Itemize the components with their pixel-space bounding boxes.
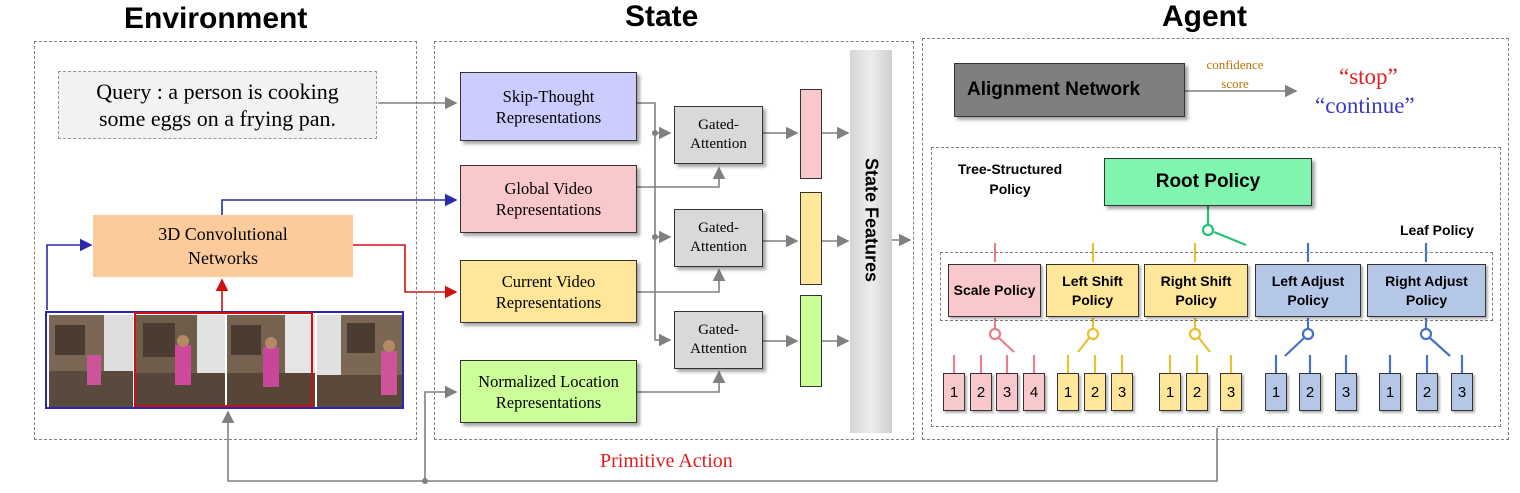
location-box: Normalized Location Representations [460, 360, 637, 423]
left-shift-policy-box: Left Shift Policy [1046, 264, 1139, 317]
left-adjust-policy-label: Left Adjust Policy [1271, 272, 1345, 308]
alignment-network-box: Alignment Network [954, 63, 1185, 117]
video-frame [49, 315, 133, 407]
left-adjust-action-label: 2 [1305, 383, 1315, 401]
left-adjust-action: 3 [1335, 373, 1357, 411]
right-adjust-action: 1 [1379, 373, 1401, 411]
left-adjust-policy-box: Left Adjust Policy [1255, 264, 1361, 317]
left-shift-action: 2 [1084, 373, 1106, 411]
alignment-network-label: Alignment Network [967, 79, 1141, 100]
scale-action: 1 [943, 373, 965, 411]
state-features-label: State Features [861, 157, 882, 283]
right-adjust-action: 2 [1416, 373, 1438, 411]
left-adjust-action: 2 [1299, 373, 1321, 411]
right-shift-action: 1 [1159, 373, 1181, 411]
leaf-policy-panel [940, 252, 1493, 321]
left-shift-policy-label: Left Shift Policy [1062, 272, 1123, 308]
right-shift-action-label: 3 [1226, 383, 1236, 401]
global-video-box: Global Video Representations [460, 165, 637, 233]
gated-attention-2: Gated-Attention [674, 209, 763, 267]
gated-attention-label: Gated-Attention [690, 117, 747, 152]
right-shift-policy-label: Right Shift Policy [1160, 272, 1232, 308]
right-shift-action-label: 1 [1165, 383, 1175, 401]
left-adjust-action: 1 [1265, 373, 1287, 411]
kitchen-image [135, 315, 225, 407]
scale-action-label: 1 [949, 383, 959, 401]
agent-panel [922, 38, 1509, 440]
video-frame [317, 315, 402, 407]
right-adjust-action: 3 [1451, 373, 1473, 411]
right-adjust-action-label: 2 [1422, 383, 1432, 401]
left-adjust-action-label: 3 [1341, 383, 1351, 401]
left-shift-action-label: 2 [1090, 383, 1100, 401]
tree-structured-policy-label: Tree-Structured Policy [957, 161, 1063, 197]
state-features-bar: State Features [850, 50, 892, 433]
scale-action: 4 [1023, 373, 1045, 411]
scale-action-label: 4 [1029, 383, 1039, 401]
video-frame [135, 315, 225, 407]
skip-thought-label: Skip-Thought Representations [495, 86, 602, 127]
environment-panel [34, 41, 417, 440]
state-title: State [625, 0, 699, 33]
continue-output: “continue” [1315, 93, 1415, 118]
right-adjust-action-label: 3 [1457, 383, 1467, 401]
primitive-action-label: Primitive Action [600, 450, 733, 472]
scale-action-label: 3 [1002, 383, 1012, 401]
video-frame [227, 315, 315, 407]
feature-vector-location [800, 295, 822, 387]
right-shift-action: 2 [1186, 373, 1208, 411]
root-policy-label: Root Policy [1155, 171, 1261, 192]
left-shift-action-label: 3 [1117, 383, 1127, 401]
query-box: Query : a person is cooking some eggs on… [58, 71, 377, 139]
scale-policy-label: Scale Policy [953, 282, 1036, 298]
right-shift-action: 3 [1220, 373, 1242, 411]
kitchen-image [49, 315, 133, 407]
scale-action: 3 [996, 373, 1018, 411]
scale-action-label: 2 [976, 383, 986, 401]
gated-attention-3: Gated-Attention [674, 311, 763, 369]
state-panel [434, 41, 914, 440]
root-policy-box: Root Policy [1104, 158, 1312, 206]
left-adjust-action-label: 1 [1271, 383, 1281, 401]
left-shift-action-label: 1 [1063, 383, 1073, 401]
query-text: Query : a person is cooking some eggs on… [96, 79, 339, 131]
feature-vector-global [800, 192, 822, 285]
conv-network-label: 3D Convolutional Networks [158, 224, 288, 268]
conv-network-box: 3D Convolutional Networks [93, 215, 353, 277]
confidence-score-label: confidence score [1206, 57, 1264, 91]
current-clip-highlight [134, 312, 313, 407]
gated-attention-label: Gated-Attention [690, 322, 747, 357]
global-video-label: Global Video Representations [495, 179, 602, 219]
scale-policy-box: Scale Policy [948, 264, 1041, 317]
right-shift-action-label: 2 [1192, 383, 1202, 401]
tree-policy-panel [931, 147, 1501, 427]
current-video-label: Current Video Representations [495, 271, 602, 312]
gated-attention-label: Gated-Attention [690, 220, 747, 255]
leaf-policy-label: Leaf Policy [1400, 222, 1474, 238]
gated-attention-1: Gated-Attention [674, 106, 763, 164]
scale-action: 2 [970, 373, 992, 411]
right-shift-policy-box: Right Shift Policy [1144, 264, 1248, 317]
current-video-box: Current Video Representations [460, 260, 637, 323]
right-adjust-action-label: 1 [1385, 383, 1395, 401]
stop-output: “stop” [1339, 64, 1398, 89]
feature-vector-text [800, 89, 822, 179]
skip-thought-box: Skip-Thought Representations [460, 72, 637, 141]
left-shift-action: 3 [1111, 373, 1133, 411]
environment-title: Environment [124, 2, 308, 35]
agent-title: Agent [1162, 0, 1247, 33]
kitchen-image [227, 315, 315, 407]
location-label: Normalized Location Representations [478, 371, 619, 412]
video-frames-strip [45, 311, 404, 409]
right-adjust-policy-box: Right Adjust Policy [1367, 264, 1486, 317]
kitchen-image [317, 315, 402, 407]
right-adjust-policy-label: Right Adjust Policy [1385, 272, 1468, 308]
left-shift-action: 1 [1057, 373, 1079, 411]
